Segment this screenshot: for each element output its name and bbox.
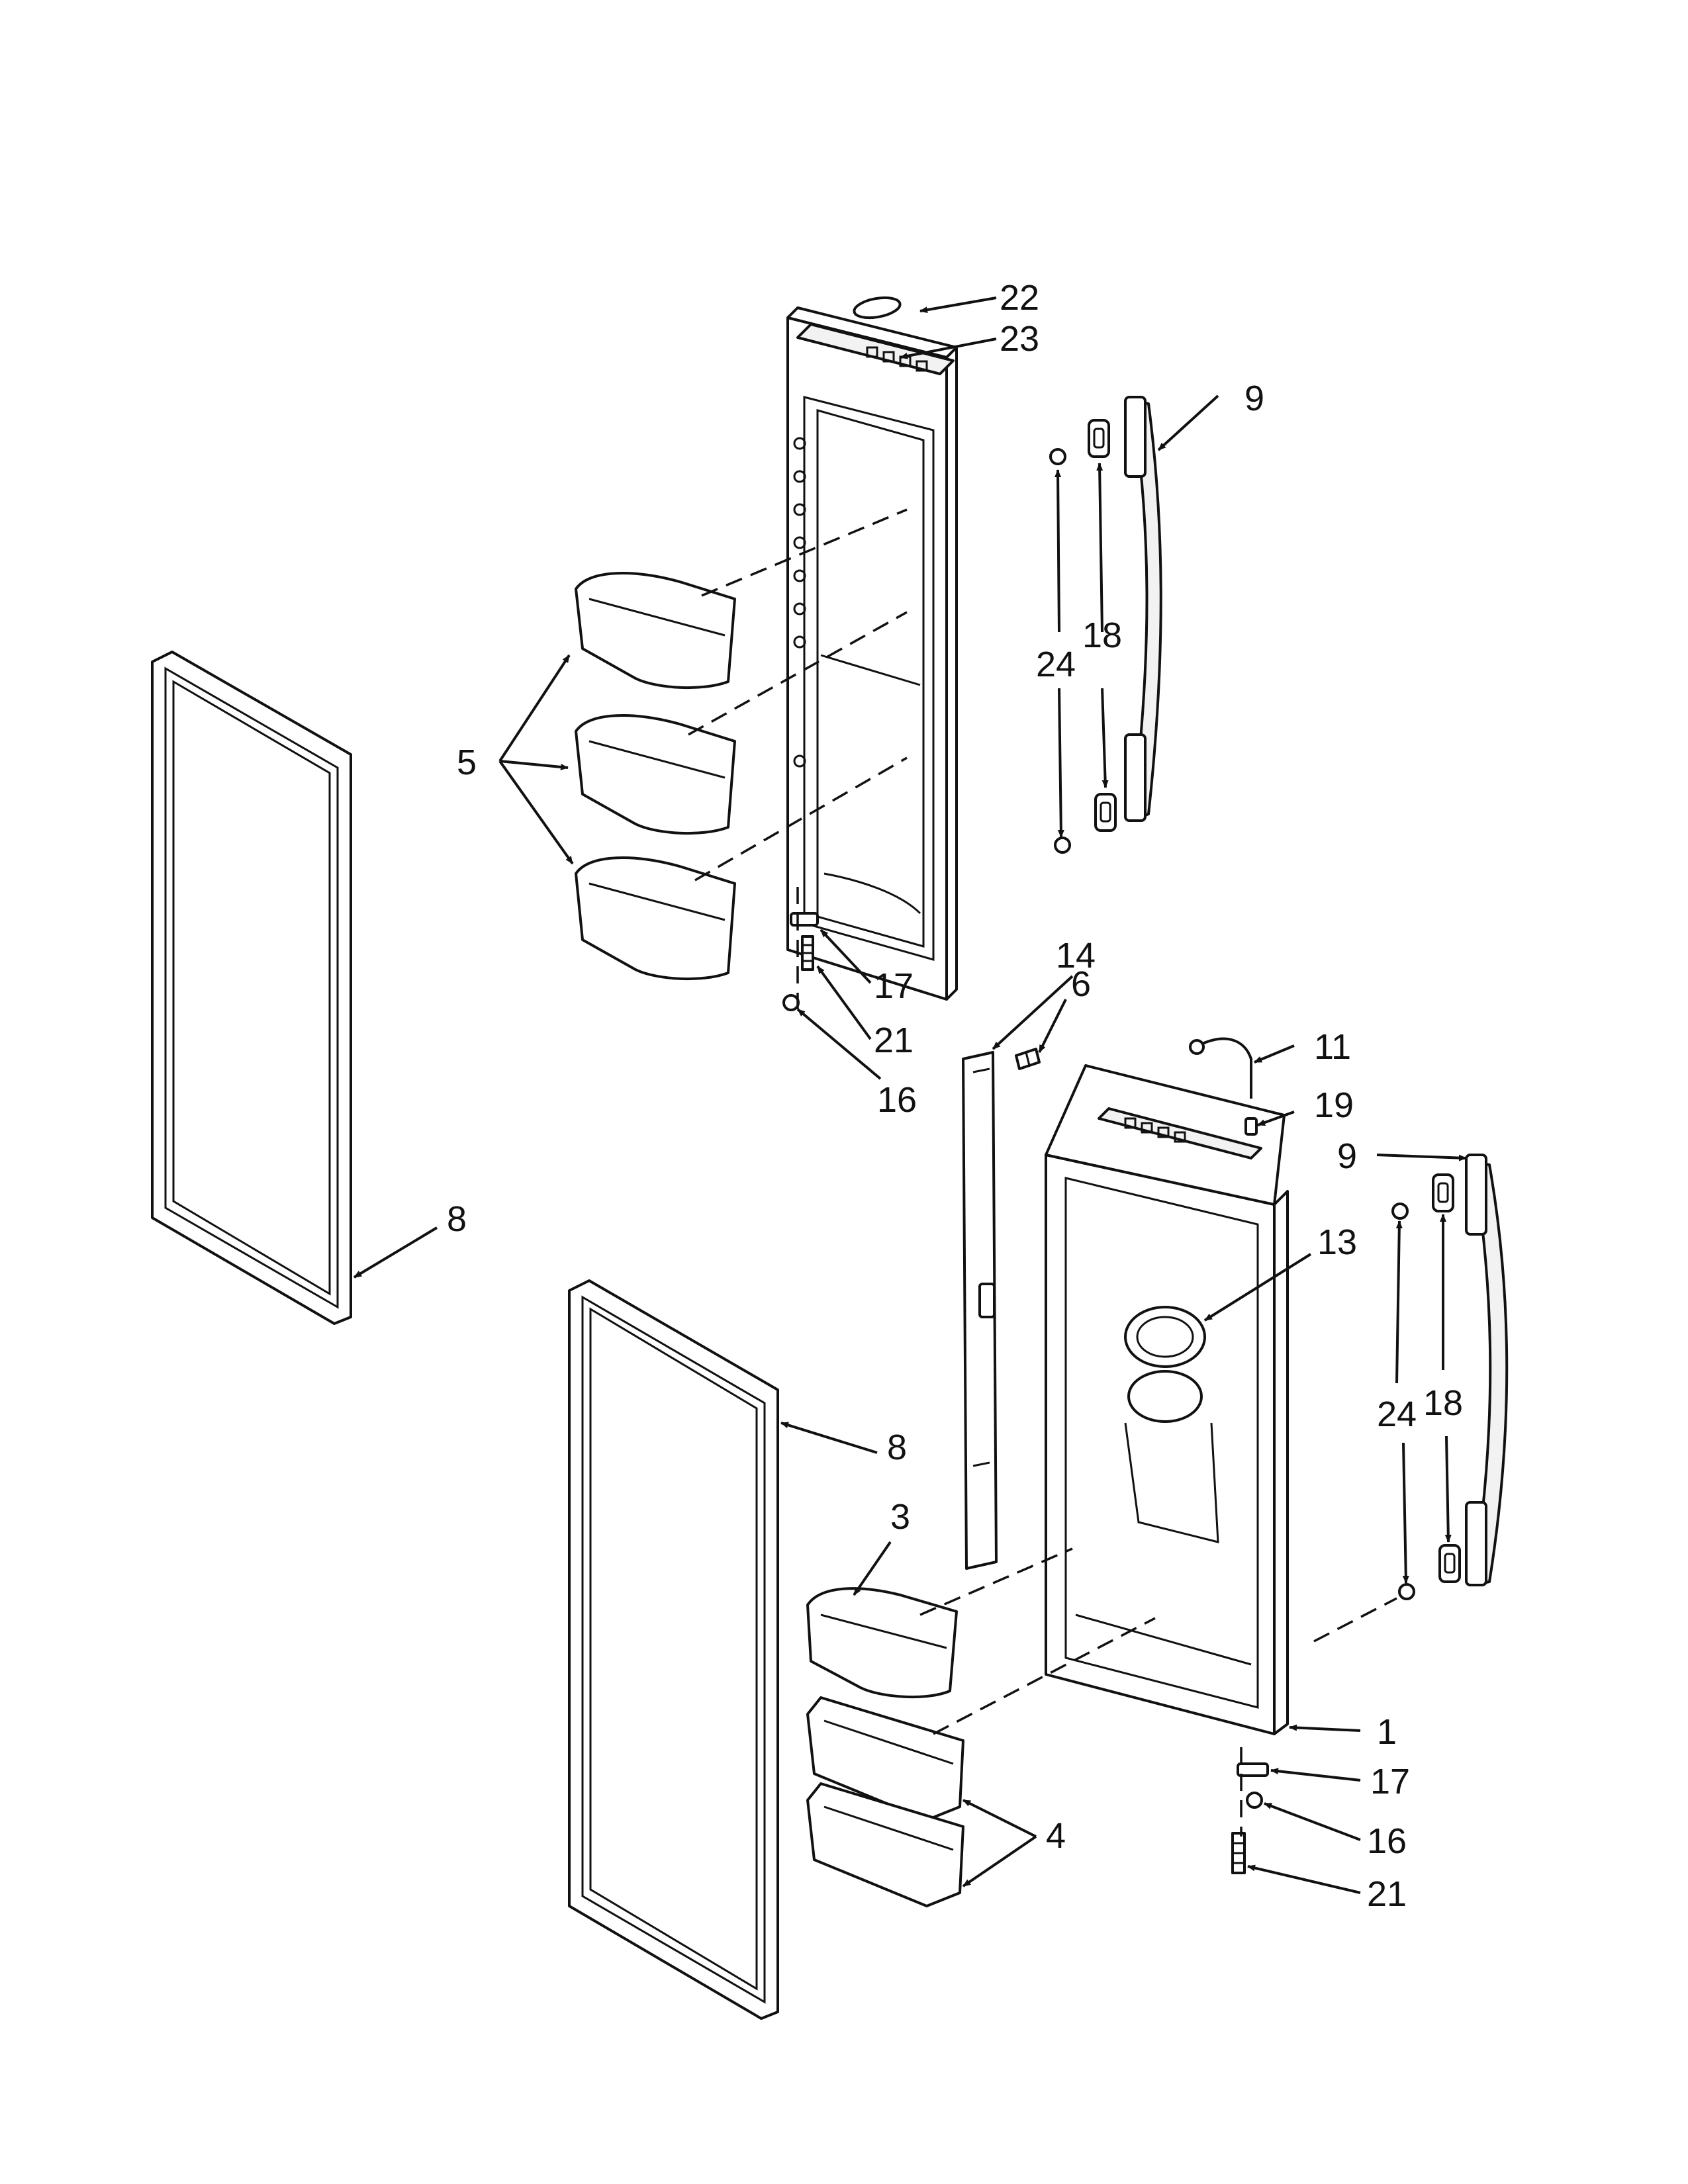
label-24-lower: 24 (1377, 1394, 1417, 1434)
leader-lines (353, 296, 1467, 1894)
label-13: 13 (1317, 1222, 1357, 1262)
label-16-lower: 16 (1367, 1821, 1407, 1861)
part-13-dispenser-chute (1124, 1306, 1219, 1543)
bin-middle-alignment-line (688, 611, 908, 736)
part-9-handle-upper (1124, 396, 1162, 822)
part-24-screw-lower-top (1391, 1203, 1409, 1220)
label-4: 4 (1046, 1816, 1066, 1856)
part-18-clip-upper-top (1088, 419, 1110, 458)
label-19: 19 (1314, 1085, 1354, 1125)
label-14: 14 (1056, 936, 1096, 976)
part-21-hinge-pin-upper (801, 935, 814, 971)
label-24-upper: 24 (1036, 645, 1076, 684)
part-24-screw-lower-bottom (1398, 1583, 1415, 1600)
bin-bottom-alignment-line (694, 756, 908, 882)
label-18-upper: 18 (1082, 615, 1122, 655)
part-5-bin-middle (575, 714, 736, 835)
callout-labels: 22 23 9 24 18 5 14 6 17 21 16 11 19 9 8 … (447, 278, 1463, 1914)
part-14-hinge-trim (962, 1051, 998, 1570)
label-8-lower: 8 (887, 1428, 907, 1467)
label-22: 22 (1000, 278, 1039, 318)
part-24-screw-upper-bottom (1054, 837, 1071, 854)
label-21-lower: 21 (1367, 1874, 1407, 1914)
part-16-bushing-lower (1246, 1792, 1263, 1809)
part-19-tube-clip (1244, 1117, 1258, 1136)
dispenser-top-module (1098, 1107, 1262, 1160)
label-3: 3 (890, 1497, 910, 1537)
label-23: 23 (1000, 319, 1039, 359)
label-1: 1 (1377, 1712, 1397, 1752)
part-23-top-cap (796, 323, 955, 375)
part-16-bushing-upper (782, 994, 800, 1011)
part-9-handle-lower (1465, 1154, 1509, 1586)
part-17-hinge-plate-upper (790, 912, 819, 927)
bin-top-alignment-line (701, 508, 908, 597)
part-17-hinge-plate-lower (1237, 1762, 1269, 1777)
part-24-screw-upper-top (1049, 448, 1066, 465)
part-18-clip-lower-top (1432, 1173, 1454, 1212)
bin-3-alignment-line (919, 1547, 1073, 1616)
part-4-bin-upper (806, 1696, 964, 1821)
part-1-right-door (1045, 1064, 1289, 1735)
part-8-gasket-lower (568, 1279, 779, 2020)
label-17-upper: 17 (874, 966, 914, 1006)
label-9-upper: 9 (1244, 379, 1264, 418)
part-18-clip-upper-bottom (1094, 793, 1117, 832)
left-door-shelf-holes (793, 437, 806, 768)
handle-alignment-line (1313, 1597, 1397, 1643)
part-5-bin-top (575, 572, 736, 690)
label-17-lower: 17 (1370, 1762, 1410, 1801)
part-11-water-tube (1189, 1037, 1252, 1099)
left-door-liner (786, 306, 958, 1001)
label-18-lower: 18 (1423, 1383, 1463, 1423)
part-4-bin-lower (806, 1782, 964, 1907)
label-11: 11 (1314, 1027, 1351, 1067)
label-8-upper: 8 (447, 1199, 467, 1239)
part-18-clip-lower-bottom (1438, 1544, 1461, 1583)
part-21-hinge-pin-lower (1231, 1832, 1246, 1874)
part-5-bin-bottom (575, 856, 736, 981)
part-22-hinge-cover (853, 296, 902, 320)
part-8-gasket-upper (151, 651, 352, 1325)
label-5: 5 (457, 743, 477, 782)
part-6-screw (1015, 1048, 1041, 1070)
part-3-bin (806, 1587, 958, 1699)
bin-4-alignment-line (933, 1617, 1156, 1735)
label-21-upper: 21 (874, 1021, 914, 1060)
label-16-upper: 16 (877, 1080, 917, 1120)
label-9-lower: 9 (1337, 1136, 1357, 1176)
label-6: 6 (1071, 964, 1091, 1004)
